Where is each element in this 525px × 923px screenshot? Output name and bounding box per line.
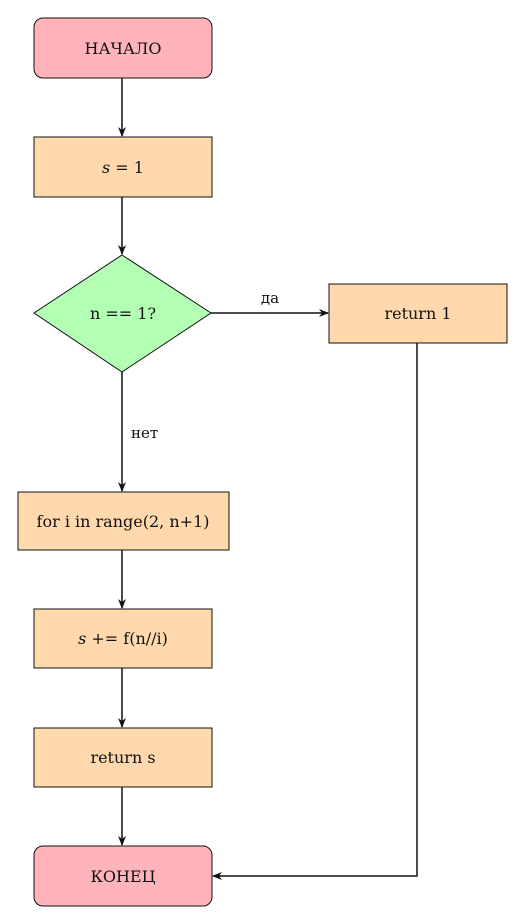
edge-label-no: нет — [131, 424, 158, 442]
accumulate-node-label: s += f(n//i) — [78, 629, 168, 648]
init-node-label: s = 1 — [102, 158, 144, 177]
connectors — [118, 78, 418, 880]
init-node: s = 1 — [33, 136, 213, 198]
edge-ret1-to-end — [212, 343, 418, 880]
loop-node: for i in range(2, n+1) — [17, 491, 230, 551]
accumulate-node-var: s — [78, 629, 86, 648]
start-node: НАЧАЛО — [33, 17, 213, 79]
decision-node-label: n == 1? — [90, 304, 156, 323]
accumulate-node-rest: += f(n//i) — [86, 629, 168, 648]
loop-node-label: for i in range(2, n+1) — [37, 512, 210, 531]
end-node-label: КОНЕЦ — [90, 867, 155, 886]
return-one-node: return 1 — [328, 283, 508, 344]
start-node-label: НАЧАЛО — [84, 39, 161, 58]
return-s-label: return s — [90, 748, 155, 767]
return-one-label: return 1 — [384, 304, 451, 323]
return-s-node: return s — [33, 727, 213, 788]
init-node-var: s — [102, 158, 110, 177]
end-node: КОНЕЦ — [33, 845, 213, 907]
init-node-rest: = 1 — [110, 158, 144, 177]
accumulate-node: s += f(n//i) — [33, 608, 213, 669]
decision-node: n == 1? — [33, 254, 212, 373]
edge-label-yes: да — [261, 289, 279, 307]
